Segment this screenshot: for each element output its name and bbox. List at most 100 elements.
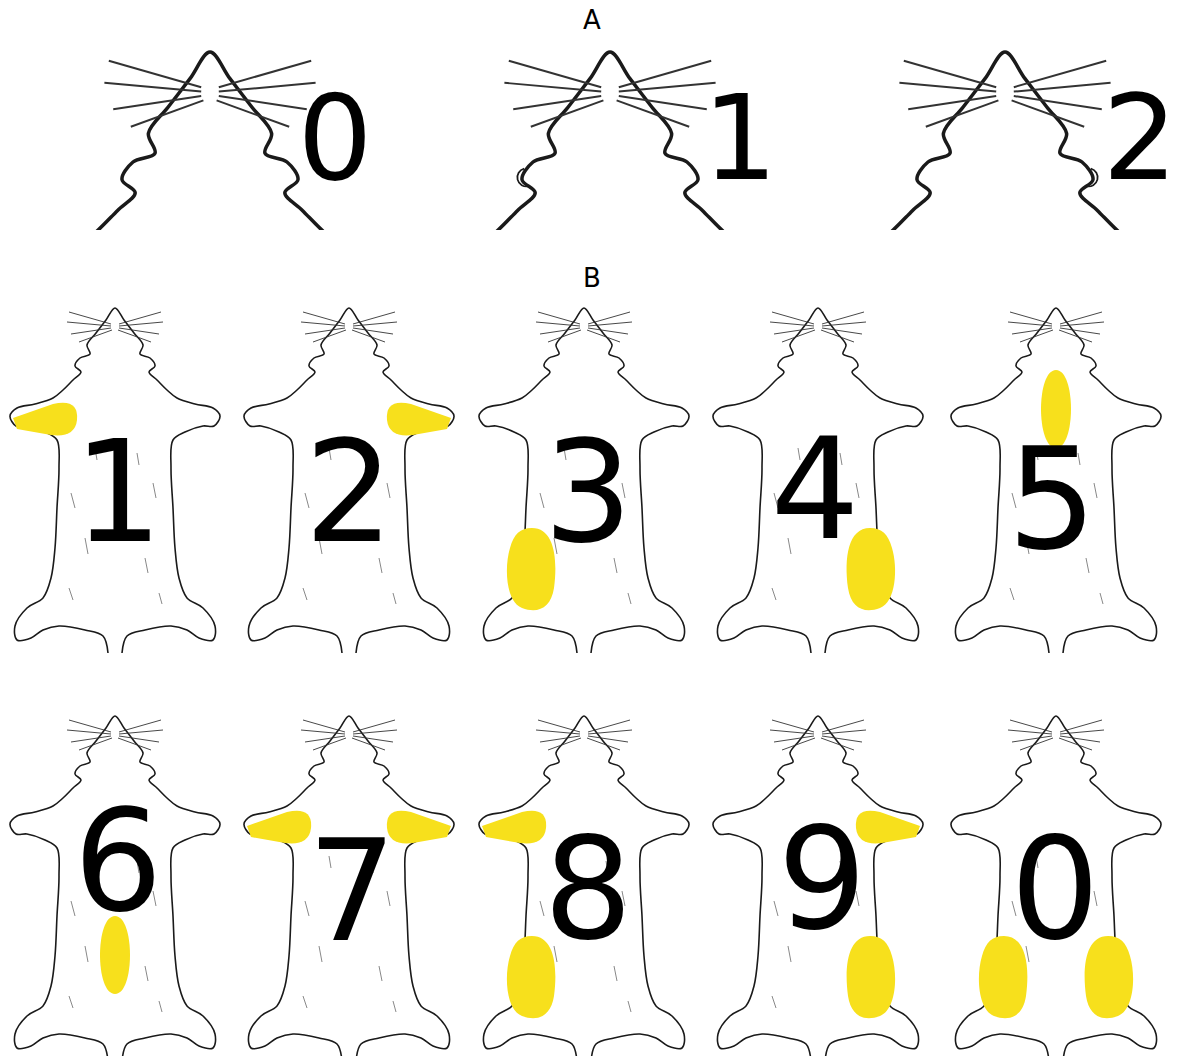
whisker: [1060, 730, 1104, 734]
whisker: [538, 720, 580, 732]
whisker: [619, 61, 711, 87]
mouse-outline: [951, 308, 1161, 653]
whisker: [536, 730, 580, 734]
whisker: [1020, 330, 1053, 342]
panel-letter: A: [583, 7, 601, 33]
whisker: [509, 61, 601, 87]
code-number: 3: [543, 423, 632, 563]
whisker: [313, 738, 346, 750]
whisker: [588, 720, 630, 732]
tattoo-patch: [387, 403, 451, 436]
whisker: [305, 328, 345, 334]
whisker: [774, 328, 814, 334]
head-panel: [0, 52, 1183, 230]
mouse-outline: [479, 308, 689, 653]
whisker: [69, 720, 111, 732]
whisker: [926, 100, 999, 126]
whisker: [1008, 322, 1052, 326]
code-number: 4: [770, 420, 859, 560]
whisker: [619, 96, 707, 109]
whisker: [104, 83, 201, 92]
whisker: [588, 312, 630, 324]
whisker: [587, 738, 620, 750]
whisker: [119, 312, 161, 324]
fur-tick: [628, 593, 631, 604]
mouse-outline: [244, 308, 454, 653]
whisker: [118, 330, 151, 342]
mouse-figure: [479, 308, 689, 653]
fur-tick: [774, 901, 778, 916]
ear-notch: [517, 169, 528, 187]
mouse-outline: [479, 716, 689, 1056]
code-number: 9: [777, 810, 866, 950]
mouse-outline: [951, 716, 1161, 1056]
code-number: 6: [73, 792, 162, 932]
whisker: [1020, 738, 1053, 750]
whisker: [513, 96, 601, 109]
fur-tick: [540, 901, 544, 916]
fur-tick: [85, 946, 88, 962]
whisker: [303, 312, 345, 324]
mouse-figure: [713, 308, 923, 653]
whisker: [353, 730, 397, 734]
whisker: [217, 100, 290, 126]
mouse-figure: [10, 716, 220, 1056]
code-number: 1: [73, 423, 162, 563]
whisker: [1060, 720, 1102, 732]
whisker: [119, 328, 159, 334]
fur-tick: [303, 996, 307, 1008]
whisker: [1012, 736, 1052, 742]
whisker: [353, 736, 393, 742]
whisker: [821, 330, 854, 342]
whisker: [538, 312, 580, 324]
whisker: [770, 322, 814, 326]
whisker: [540, 328, 580, 334]
whisker: [536, 322, 580, 326]
whisker: [352, 738, 385, 750]
fur-tick: [303, 588, 307, 600]
whisker: [782, 330, 815, 342]
whisker: [588, 322, 632, 326]
whisker: [822, 730, 866, 734]
whisker: [822, 312, 864, 324]
whisker: [1010, 312, 1052, 324]
code-number: 0: [1010, 820, 1099, 960]
mouse-figure: [713, 716, 923, 1056]
mouse-outline: [713, 308, 923, 653]
whisker: [219, 61, 311, 87]
whisker: [119, 730, 163, 734]
whisker: [588, 736, 628, 742]
whisker: [71, 328, 111, 334]
mouse-figure: [10, 308, 220, 653]
whisker: [69, 312, 111, 324]
whisker: [772, 312, 814, 324]
whisker: [782, 738, 815, 750]
whisker: [353, 328, 393, 334]
fur-tick: [159, 1001, 162, 1012]
whisker: [131, 100, 204, 126]
fur-tick: [772, 588, 776, 600]
code-number: 8: [543, 820, 632, 960]
whisker: [822, 720, 864, 732]
mouse-head: [0, 52, 441, 230]
whisker: [1014, 83, 1111, 92]
mouse-head: [379, 52, 841, 230]
whisker: [119, 736, 159, 742]
code-number: 1: [702, 79, 777, 197]
whisker: [821, 738, 854, 750]
whisker: [772, 720, 814, 732]
fur-tick: [772, 996, 776, 1008]
whisker: [1060, 312, 1102, 324]
fur-tick: [393, 1001, 396, 1012]
whisker: [353, 312, 395, 324]
whisker: [1012, 100, 1085, 126]
fur-tick: [1100, 593, 1103, 604]
mouse-figure: [479, 716, 689, 1056]
whisker: [904, 61, 996, 87]
whisker: [588, 328, 628, 334]
whisker: [109, 61, 201, 87]
fur-tick: [628, 1001, 631, 1012]
mouse-figure: [244, 308, 454, 653]
fur-tick: [379, 966, 382, 981]
